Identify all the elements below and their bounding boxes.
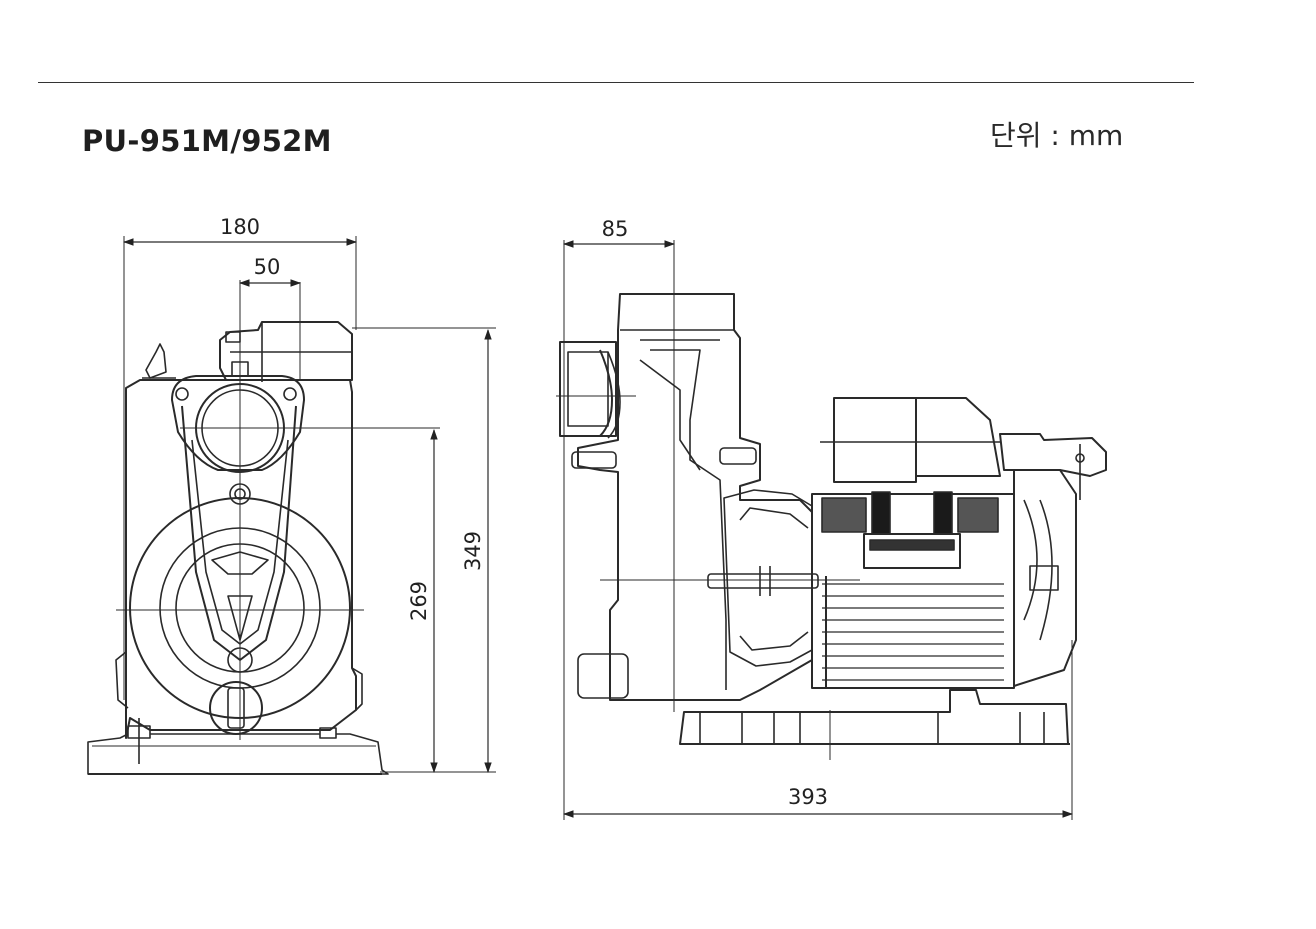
dim-port-height-label: 269 <box>407 581 431 621</box>
dim-port-label: 50 <box>254 255 281 279</box>
dim-inlet-offset-label: 85 <box>602 217 629 241</box>
dim-total-height-label: 349 <box>461 531 485 571</box>
front-dimensions <box>122 238 492 774</box>
side-base-plate <box>679 689 1070 745</box>
front-center-lines <box>116 236 496 773</box>
unit-label: 단위 : mm <box>990 119 1124 152</box>
front-housing <box>115 321 363 739</box>
model-title: PU-951M/952M <box>82 124 332 158</box>
top-rule <box>38 82 1194 83</box>
side-motor <box>811 397 1107 689</box>
dim-total-length-label: 393 <box>788 785 828 809</box>
dim-width-label: 180 <box>220 215 260 239</box>
side-view: 85 393 <box>556 217 1107 820</box>
front-view: 180 50 349 269 <box>87 215 496 775</box>
side-center-lines <box>556 240 1073 820</box>
side-dimensions <box>562 240 1074 818</box>
side-pump-casing <box>559 293 819 701</box>
front-base-plate <box>87 718 389 775</box>
